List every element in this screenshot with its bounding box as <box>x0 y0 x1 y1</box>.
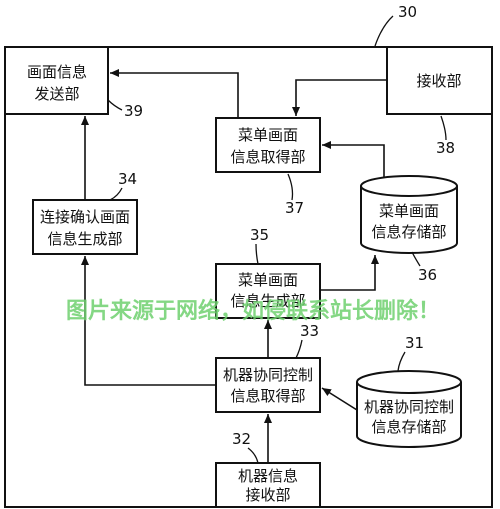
ref-37-leader <box>287 173 294 201</box>
screen-info-send-line2: 发送部 <box>34 85 79 103</box>
ref-36-leader <box>411 251 421 267</box>
ref-33-leader <box>295 339 303 359</box>
menu-screen-acquire-line2: 信息取得部 <box>230 148 305 166</box>
menu-screen-gen-line2: 信息生成部 <box>230 292 305 310</box>
menu-screen-gen-line1: 菜单画面 <box>238 271 298 289</box>
device-info-receive-block: 机器信息 接收部 <box>215 462 321 508</box>
ref-31: 31 <box>405 334 424 352</box>
menu-screen-gen-block: 菜单画面 信息生成部 <box>215 263 321 319</box>
screen-info-send-line1: 画面信息 <box>27 63 87 81</box>
ref-36: 36 <box>418 266 437 284</box>
ref-33: 33 <box>300 322 319 340</box>
coop-control-acquire-line1: 机器协同控制 <box>223 366 313 384</box>
receiver-line1: 接收部 <box>416 72 461 90</box>
device-ref-label: 30 <box>398 3 417 21</box>
connection-confirm-gen-line2: 信息生成部 <box>47 230 122 248</box>
coop-control-acquire-block: 机器协同控制 信息取得部 <box>215 357 321 413</box>
ref-38: 38 <box>436 139 455 157</box>
menu-screen-acquire-block: 菜单画面 信息取得部 <box>215 117 321 173</box>
ref-39-leader <box>107 99 123 111</box>
connection-confirm-gen-block: 连接确认画面 信息生成部 <box>32 199 138 255</box>
menu-screen-store-cylinder: 菜单画面 信息存储部 <box>360 175 458 254</box>
ref-35-leader <box>255 243 259 265</box>
arrow-coop-store-to-coop-acquire <box>321 387 358 411</box>
ref-37: 37 <box>285 199 304 217</box>
device-info-receive-line2: 接收部 <box>245 486 290 504</box>
ref-32-leader <box>247 447 259 464</box>
ref-35: 35 <box>250 226 269 244</box>
device-ref-leader <box>374 15 394 47</box>
menu-screen-acquire-line1: 菜单画面 <box>238 126 298 144</box>
coop-control-store-cylinder: 机器协同控制 信息存储部 <box>356 370 462 448</box>
screen-info-send-block: 画面信息 发送部 <box>4 46 109 115</box>
menu-screen-store-line1: 菜单画面 <box>379 202 439 220</box>
ref-39: 39 <box>124 102 143 120</box>
arrow-menu-store-to-menu-acquire <box>322 141 385 178</box>
arrow-receiver-to-menu-acquire <box>292 79 387 116</box>
arrow-menu-gen-to-menu-store <box>320 255 379 291</box>
connection-confirm-gen-line1: 连接确认画面 <box>40 208 130 226</box>
ref-34: 34 <box>118 170 137 188</box>
arrow-menu-acquire-to-screen-send <box>110 69 239 118</box>
coop-control-acquire-line2: 信息取得部 <box>230 387 305 405</box>
device-info-receive-line1: 机器信息 <box>238 467 298 485</box>
receiver-block: 接收部 <box>386 46 493 115</box>
ref-32: 32 <box>232 430 251 448</box>
menu-screen-store-line2: 信息存储部 <box>371 223 446 241</box>
watermark-text: 图片来源于网络，如侵联系站长删除！ <box>66 298 440 324</box>
coop-control-store-line1: 机器协同控制 <box>364 398 454 416</box>
ref-34-leader <box>109 187 123 201</box>
arrow-coop-acquire-to-connection-gen <box>81 256 216 386</box>
ref-38-leader <box>440 115 447 141</box>
ref-31-leader <box>397 351 406 372</box>
coop-control-store-line2: 信息存储部 <box>371 418 446 436</box>
